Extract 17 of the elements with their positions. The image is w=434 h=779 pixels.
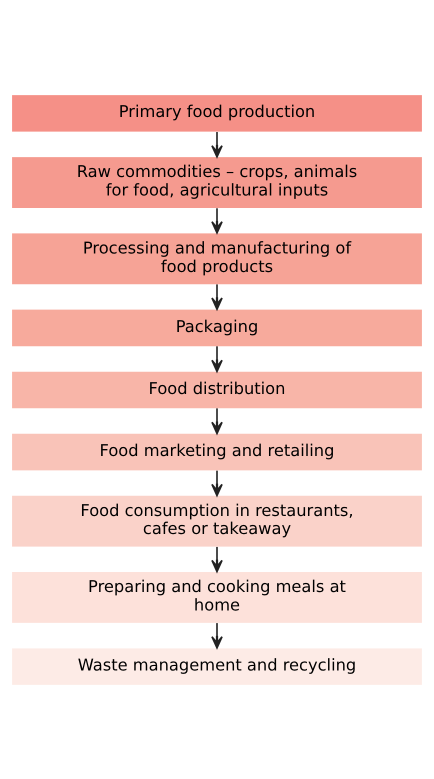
arrow xyxy=(211,208,223,234)
node-box: Waste management and recycling xyxy=(12,648,422,684)
node-box: Food consumption in restaurants, cafes or takeaway xyxy=(12,495,422,546)
arrow xyxy=(211,284,223,310)
node-box: Food distribution xyxy=(12,371,422,408)
arrow xyxy=(211,546,223,572)
node-box: Packaging xyxy=(12,309,422,346)
node-box: Food marketing and retailing xyxy=(12,433,422,470)
node-box: Preparing and cooking meals at home xyxy=(12,572,422,622)
arrow xyxy=(211,132,223,158)
node-box: Primary food production xyxy=(12,94,422,132)
arrow xyxy=(211,408,223,434)
arrow xyxy=(211,346,223,372)
node-box: Raw commodities – crops, animals for food, agricultural inputs xyxy=(12,156,422,208)
node-box: Processing and manufacturing of food products xyxy=(12,232,422,284)
arrow xyxy=(211,470,223,496)
arrow xyxy=(211,622,223,648)
